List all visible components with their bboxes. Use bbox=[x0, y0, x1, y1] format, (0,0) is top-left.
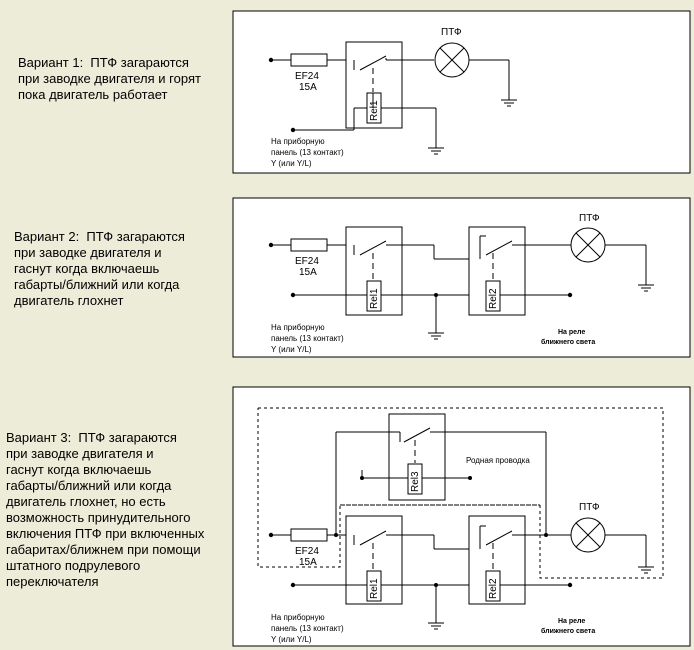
fuse-rating: 15A bbox=[299, 82, 317, 93]
dash-label-line2: панель (13 контакт) bbox=[271, 624, 344, 633]
lamp-label: ПТФ bbox=[579, 502, 600, 513]
variant-1-description: Вариант 1: ПТФ загараются при заводке дв… bbox=[18, 55, 201, 102]
dash-label-line1: На приборную bbox=[271, 137, 325, 146]
relay-1-coil bbox=[366, 280, 382, 312]
lowbeam-label-line1: На реле bbox=[558, 329, 585, 336]
dash-terminal bbox=[290, 292, 296, 298]
relay-2-coil bbox=[485, 280, 501, 312]
dash-label-line2: панель (13 контакт) bbox=[271, 334, 344, 343]
dash-terminal bbox=[290, 582, 296, 588]
variant-3-circuit: Rel3 Родная проводка EF24 15A Rel1 bbox=[232, 386, 691, 647]
relay-1-label: Rel1 bbox=[369, 578, 380, 599]
circuit-panel-2 bbox=[232, 197, 691, 358]
fuse bbox=[290, 53, 328, 67]
circuit-panel-1 bbox=[232, 10, 691, 174]
relay-3-coil bbox=[407, 463, 423, 495]
relay-2-coil bbox=[485, 570, 501, 602]
lamp-label: ПТФ bbox=[441, 27, 462, 38]
variant-2-description: Вариант 2: ПТФ загараются при заводке дв… bbox=[14, 229, 185, 308]
relay-1-contact bbox=[359, 530, 387, 546]
fuse-name: EF24 bbox=[295, 256, 319, 267]
dash-label-line3: Y (или Y/L) bbox=[271, 635, 312, 644]
native-wiring-label: Родная проводка bbox=[466, 456, 530, 465]
variant-3-description: Вариант 3: ПТФ загараются при заводке дв… bbox=[6, 430, 205, 589]
relay-1-contact bbox=[359, 240, 387, 256]
fuse-name: EF24 bbox=[295, 546, 319, 557]
dash-label-line3: Y (или Y/L) bbox=[271, 345, 312, 354]
fuse bbox=[290, 238, 328, 252]
relay-2-contact bbox=[485, 240, 513, 256]
circuit-panel-3 bbox=[232, 386, 691, 647]
lowbeam-label-line2: ближнего света bbox=[541, 338, 595, 346]
lamp-label: ПТФ bbox=[579, 213, 600, 224]
fuse-name: EF24 bbox=[295, 71, 319, 82]
relay-3-contact bbox=[403, 427, 431, 443]
dash-label-line1: На приборную bbox=[271, 323, 325, 332]
relay-1-label: Rel1 bbox=[369, 100, 380, 121]
lowbeam-terminal bbox=[567, 292, 573, 298]
relay-3-label: Rel3 bbox=[410, 471, 421, 492]
dash-label-line3: Y (или Y/L) bbox=[271, 159, 312, 168]
variant-2-circuit: EF24 15A Rel1 Rel2 ПТФ bbox=[232, 197, 691, 358]
variant-1-circuit: EF24 15A Rel1 ПТФ На приборную bbox=[232, 10, 691, 174]
relay-2-label: Rel2 bbox=[488, 288, 499, 309]
relay-1-contact bbox=[359, 55, 387, 71]
fuse-rating: 15A bbox=[299, 557, 317, 568]
lowbeam-label-line2: ближнего света bbox=[541, 627, 595, 635]
relay-1-coil bbox=[366, 570, 382, 602]
dash-terminal bbox=[290, 127, 296, 133]
junction bbox=[544, 533, 548, 537]
relay-2-contact bbox=[485, 530, 513, 546]
lowbeam-terminal bbox=[567, 582, 573, 588]
relay-2-label: Rel2 bbox=[488, 578, 499, 599]
fuse bbox=[290, 528, 328, 542]
dash-label-line2: панель (13 контакт) bbox=[271, 148, 344, 157]
junction bbox=[334, 533, 338, 537]
relay-1-label: Rel1 bbox=[369, 288, 380, 309]
fuse-rating: 15A bbox=[299, 267, 317, 278]
dash-label-line1: На приборную bbox=[271, 613, 325, 622]
lowbeam-label-line1: На реле bbox=[558, 618, 585, 625]
